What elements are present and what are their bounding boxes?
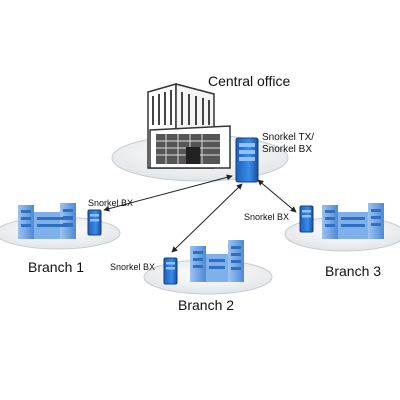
link-arrow-branch1	[103, 174, 233, 212]
server-tower-icon	[87, 209, 102, 236]
branch3-server-label: Snorkel BX	[244, 212, 290, 222]
branch1-server-label: Snorkel BX	[88, 198, 134, 208]
central-server-label-line1: Snorkel TX/	[262, 132, 315, 143]
branch2-label: Branch 2	[178, 297, 235, 313]
server-tower-icon	[163, 257, 178, 285]
branch3-label: Branch 3	[325, 263, 382, 279]
office-building-icon	[147, 83, 231, 169]
server-tower-icon	[235, 137, 259, 183]
branch-building-icon	[322, 203, 384, 239]
link-arrow-branch2	[171, 183, 243, 253]
central-server-label-line2: Snorkel BX	[262, 143, 313, 155]
central-server-label: Snorkel TX/ Snorkel BX	[262, 132, 314, 155]
branch1-label: Branch 1	[28, 259, 85, 275]
link-arrow-branch3	[257, 179, 297, 213]
server-tower-icon	[299, 205, 314, 233]
branch-building-icon	[18, 203, 76, 239]
branch2-server-label: Snorkel BX	[110, 262, 156, 272]
central-office-label: Central office	[208, 73, 291, 89]
branch-building-icon	[190, 240, 244, 282]
